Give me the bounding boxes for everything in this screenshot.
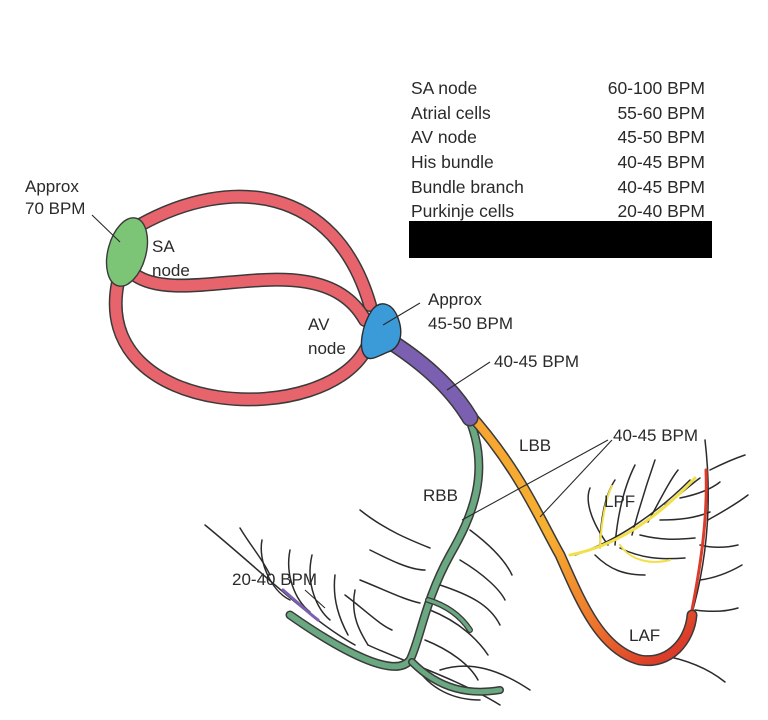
leader-lines	[91, 214, 613, 609]
av-rate-label: 45-50 BPM	[428, 314, 513, 333]
rate-table-site: Bundle branch	[411, 177, 524, 197]
lpf-label: LPF	[604, 492, 635, 511]
rate-table-site: AV node	[411, 127, 477, 147]
rate-table-site: Atrial cells	[411, 103, 491, 123]
av-rate-label: Approx	[428, 290, 482, 309]
sa-node-label: SA	[152, 237, 175, 256]
rate-table-rate: 60-100 BPM	[608, 78, 705, 98]
rate-table-rate: 40-45 BPM	[617, 177, 705, 197]
right-purkinje-fibers	[204, 509, 531, 706]
left-posterior-fascicle	[568, 459, 721, 576]
his-rate-label: 40-45 BPM	[494, 352, 579, 371]
atrial-pathways	[108, 189, 377, 407]
av-node-label: node	[308, 339, 346, 358]
bundle-rate-label: 40-45 BPM	[613, 426, 698, 445]
sa-rate-label: Approx	[25, 177, 79, 196]
av-node-label: AV	[308, 315, 330, 334]
sa-node-label: node	[152, 261, 190, 280]
left-bundle-branch	[462, 406, 698, 667]
redaction-bar	[409, 221, 712, 258]
rate-table-rate: 45-50 BPM	[617, 127, 705, 147]
rate-table-site: His bundle	[411, 152, 494, 172]
purkinje-rate-label: 20-40 BPM	[232, 570, 317, 589]
rate-table-rate: 40-45 BPM	[617, 152, 705, 172]
diagram-labels: Approx 70 BPM SA node AV node Approx 45-…	[25, 177, 698, 645]
rate-table-site: Purkinje cells	[411, 201, 514, 221]
his-bundle	[376, 329, 479, 427]
av-node	[360, 303, 402, 360]
rbb-label: RBB	[423, 486, 458, 505]
right-bundle-branch	[285, 405, 504, 696]
rate-table-rate: 20-40 BPM	[617, 201, 705, 221]
lbb-label: LBB	[519, 436, 551, 455]
rate-table-site: SA node	[411, 78, 477, 98]
sa-rate-label: 70 BPM	[25, 199, 85, 218]
laf-label: LAF	[629, 626, 660, 645]
rate-table-rate: 55-60 BPM	[617, 103, 705, 123]
rate-table: SA node 60-100 BPM Atrial cells 55-60 BP…	[409, 78, 712, 258]
left-anterior-fascicle	[659, 439, 749, 683]
sa-node	[105, 217, 149, 287]
